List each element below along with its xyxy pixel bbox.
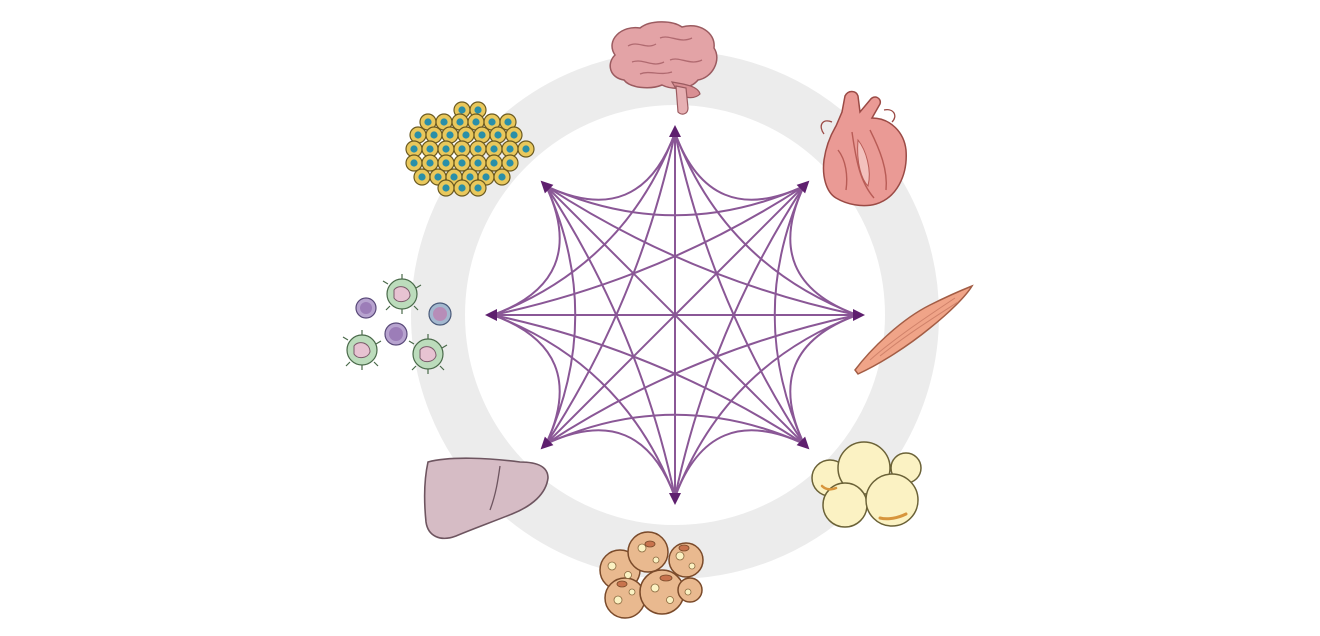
cell-nucleus xyxy=(410,145,418,153)
cell-nucleus xyxy=(474,159,482,167)
cell-nucleus xyxy=(450,173,458,181)
cell-nucleus xyxy=(414,131,422,139)
cell-nucleus xyxy=(466,173,474,181)
connection-line xyxy=(545,413,805,445)
connection-line xyxy=(545,185,577,445)
arrowhead xyxy=(796,180,810,194)
cell-nucleus xyxy=(418,173,426,181)
connection-line xyxy=(545,185,676,498)
cell-nucleus xyxy=(482,173,490,181)
connection-line xyxy=(492,185,805,316)
connection-line xyxy=(545,314,858,445)
cell-nucleus xyxy=(434,173,442,181)
connection-line xyxy=(674,429,805,498)
connection-line xyxy=(545,185,805,445)
arrowhead xyxy=(540,436,554,450)
arrowheads xyxy=(485,125,865,505)
connection-line xyxy=(674,185,805,498)
cell-nucleus xyxy=(458,145,466,153)
liver-icon xyxy=(423,457,549,540)
connection-line xyxy=(545,132,676,445)
connection-line xyxy=(674,132,805,201)
cell-nucleus xyxy=(456,118,464,126)
arrowhead xyxy=(796,436,810,450)
cell-nucleus xyxy=(442,145,450,153)
connection-line xyxy=(545,429,676,498)
arrowhead xyxy=(853,309,865,321)
cell-nucleus xyxy=(458,159,466,167)
cell-nucleus xyxy=(506,145,514,153)
arrowhead xyxy=(540,180,554,194)
cell-nucleus xyxy=(504,118,512,126)
cell-nucleus xyxy=(490,145,498,153)
cell-nucleus xyxy=(430,131,438,139)
skeletal-muscle-icon xyxy=(854,284,974,375)
connection-line xyxy=(492,185,561,316)
connection-line xyxy=(545,185,805,217)
cell-nucleus xyxy=(458,106,466,114)
cell-nucleus xyxy=(474,106,482,114)
cell-nucleus xyxy=(478,131,486,139)
cell-nucleus xyxy=(426,159,434,167)
immune-cells-icon xyxy=(342,274,452,374)
cell-nucleus xyxy=(426,145,434,153)
cell-nucleus xyxy=(440,118,448,126)
cell-nucleus xyxy=(458,184,466,192)
cell-nucleus xyxy=(498,173,506,181)
connection-line xyxy=(789,314,858,445)
connection-line xyxy=(545,132,676,201)
cell-nucleus xyxy=(506,159,514,167)
cell-nucleus xyxy=(474,184,482,192)
cell-nucleus xyxy=(446,131,454,139)
cell-nucleus xyxy=(522,145,530,153)
cell-nucleus xyxy=(490,159,498,167)
connection-line xyxy=(492,314,676,498)
arrowhead xyxy=(485,309,497,321)
connection-line xyxy=(492,314,805,445)
cell-nucleus xyxy=(462,131,470,139)
white-adipose-tissue-icon xyxy=(811,441,922,528)
connection-line xyxy=(674,132,805,445)
connection-line xyxy=(492,314,561,445)
cell-nucleus xyxy=(442,159,450,167)
arrowhead xyxy=(669,125,681,137)
cell-nucleus xyxy=(442,184,450,192)
cell-nucleus xyxy=(424,118,432,126)
brown-adipose-tissue-icon xyxy=(599,531,704,619)
crosstalk-network xyxy=(492,132,858,498)
cell-nucleus xyxy=(510,131,518,139)
cell-nucleus xyxy=(410,159,418,167)
connection-line xyxy=(789,185,858,316)
heart-icon xyxy=(820,90,907,207)
arrowhead xyxy=(669,493,681,505)
brain-icon xyxy=(609,21,718,115)
cell-nucleus xyxy=(474,145,482,153)
pancreatic-islet-cells-icon xyxy=(405,101,535,197)
cell-nucleus xyxy=(494,131,502,139)
cell-nucleus xyxy=(472,118,480,126)
cell-nucleus xyxy=(488,118,496,126)
connection-line xyxy=(545,185,858,316)
